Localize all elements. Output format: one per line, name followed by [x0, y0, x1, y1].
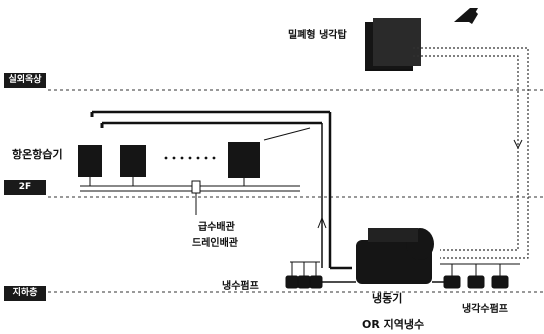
chilled-water-pumps: [285, 261, 356, 289]
pipe-note-drain: 드레인배관: [192, 238, 238, 249]
cooling-tower-label: 밀폐형 냉각탑: [288, 30, 347, 41]
cooling-tower-unit: [365, 18, 421, 71]
basement-floor-tag: 지하층: [4, 286, 46, 301]
second-floor-pipes: [80, 110, 352, 270]
cooling-water-pumps: [432, 263, 520, 289]
humidifier-unit-3: [228, 142, 260, 186]
humidifier-label: 항온항습기: [12, 148, 63, 161]
cooling-pump-label: 냉각수펌프: [462, 304, 508, 315]
chiller-unit: [356, 228, 434, 284]
cooling-tower-fan-icon: [454, 8, 478, 24]
second-floor-tag: 2F: [4, 180, 46, 195]
humidifier-unit-2: [120, 145, 146, 186]
humidifier-dots: [164, 156, 216, 160]
pipe-note-supply: 급수배관: [198, 222, 235, 233]
chilled-pump-label: 냉수펌프: [222, 281, 259, 292]
district-cooling-label: OR 지역냉수: [362, 318, 425, 331]
valve-marker: [191, 180, 201, 194]
humidifier-unit-1: [78, 145, 102, 186]
cooling-water-return: [413, 55, 519, 251]
chiller-label: 냉동기: [372, 292, 403, 305]
rooftop-floor-tag: 실외옥상: [4, 73, 46, 88]
cooling-water-loop: [413, 47, 529, 259]
